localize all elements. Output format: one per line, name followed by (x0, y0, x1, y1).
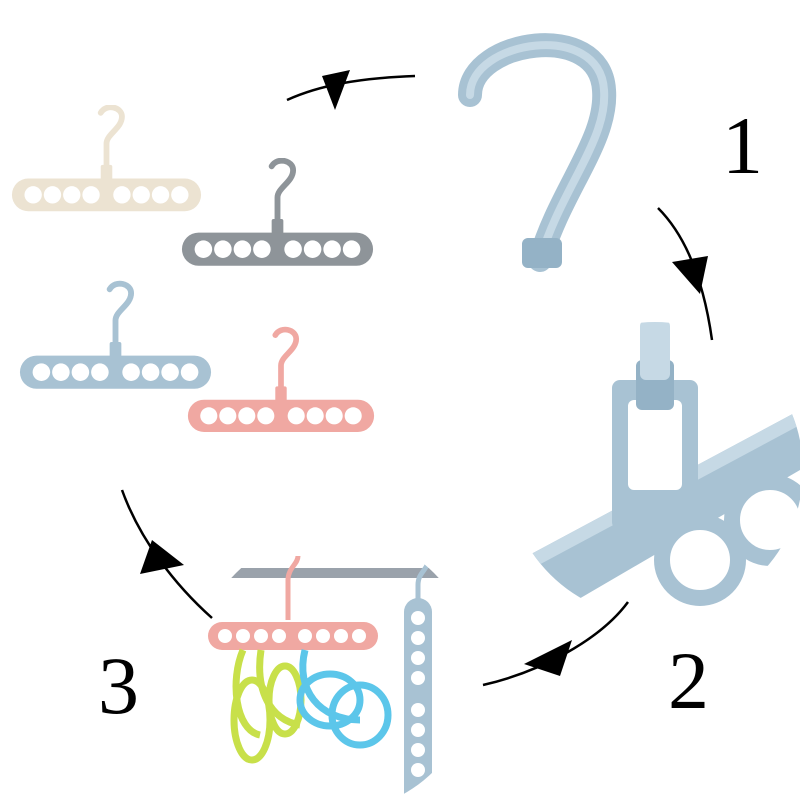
hook-closeup-circle (403, 0, 687, 284)
step-number-2: 2 (668, 635, 709, 726)
arrow-to-step-1 (286, 70, 416, 110)
step-number-3: 3 (98, 640, 139, 731)
swivel-joint-closeup-icon (520, 322, 800, 610)
hanger-beige (12, 107, 201, 211)
swivel-joint-circle (507, 322, 800, 618)
hanger-pink (188, 330, 374, 432)
step-number-1: 1 (722, 100, 763, 191)
rail-rod (195, 568, 475, 578)
hanger-in-use-icon (208, 555, 432, 800)
arrow-to-step-3 (482, 601, 630, 687)
arrow-back-to-start (120, 489, 213, 619)
hanger-gray (182, 161, 373, 266)
hanger-blue (20, 284, 211, 389)
hanger-in-use-circle (195, 532, 475, 800)
arrow-to-step-2 (657, 207, 714, 341)
